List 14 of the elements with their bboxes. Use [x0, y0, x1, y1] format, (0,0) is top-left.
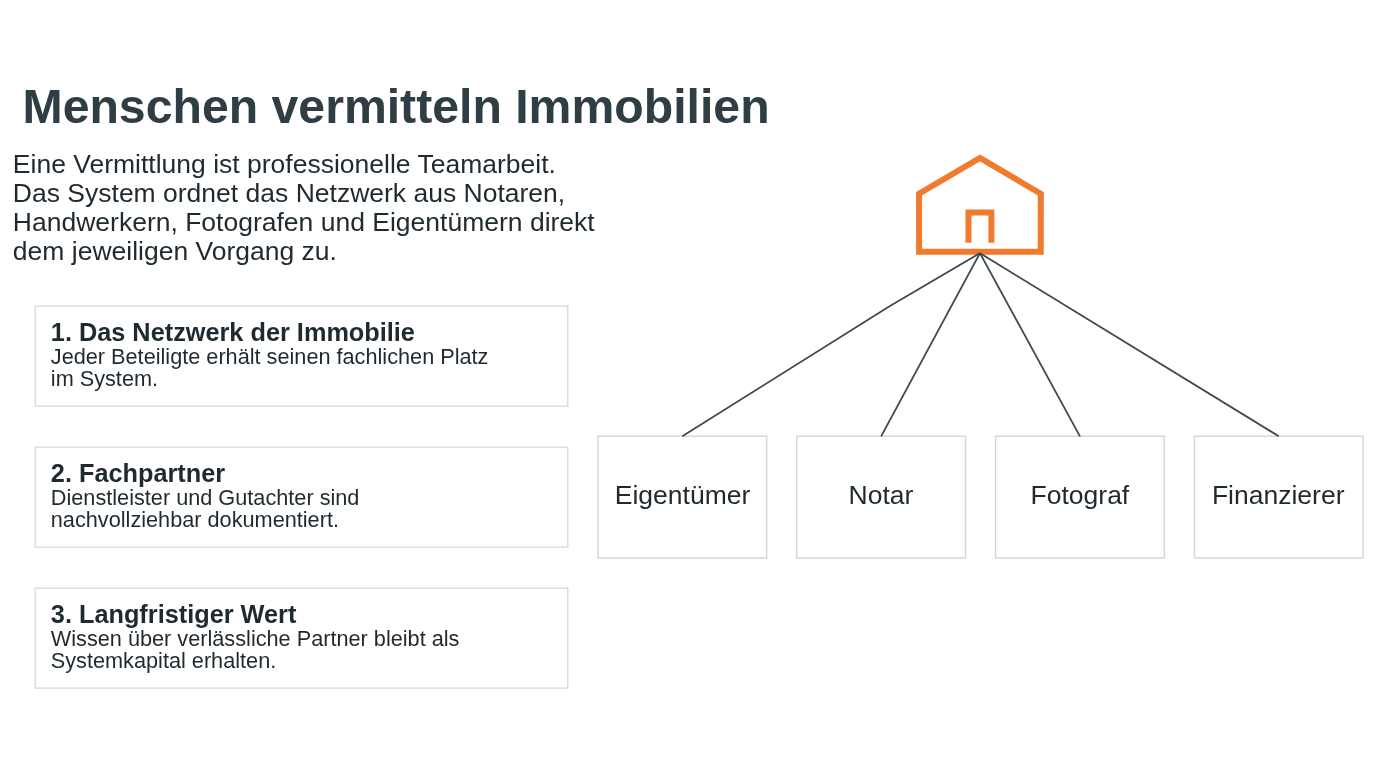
- node-box: Notar: [796, 435, 967, 559]
- label: Eine Vermittlung ist professionelle Teamarbeit. Das System ordnet das Netzwerk aus Notaren, Handwerkern, Fotografen und Eigentümern direkt dem jeweiligen Vorgang zu.: [12, 148, 595, 266]
- node-picture: [916, 153, 1044, 255]
- node-box: Finanzierer: [1193, 435, 1364, 559]
- node-box: 2. Fachpartner Dienstleister und Gutachter sind nachvollziehbar dokumentiert.: [34, 446, 569, 548]
- node-box: 3. Langfristiger Wert Wissen über verlässliche Partner bleibt als Systemkapital erhalten.: [34, 587, 569, 689]
- diagram-title: Menschen vermitteln Immobilien: [22, 78, 770, 133]
- connector: [979, 251, 1081, 437]
- connector: [681, 251, 981, 437]
- connector: [880, 251, 981, 437]
- connector: [979, 251, 1280, 437]
- node-box: 1. Das Netzwerk der Immobilie Jeder Beteiligte erhält seinen fachlichen Platz im System.: [34, 305, 569, 407]
- node-box: Eigentümer: [597, 435, 768, 559]
- node-box: Fotograf: [994, 435, 1166, 559]
